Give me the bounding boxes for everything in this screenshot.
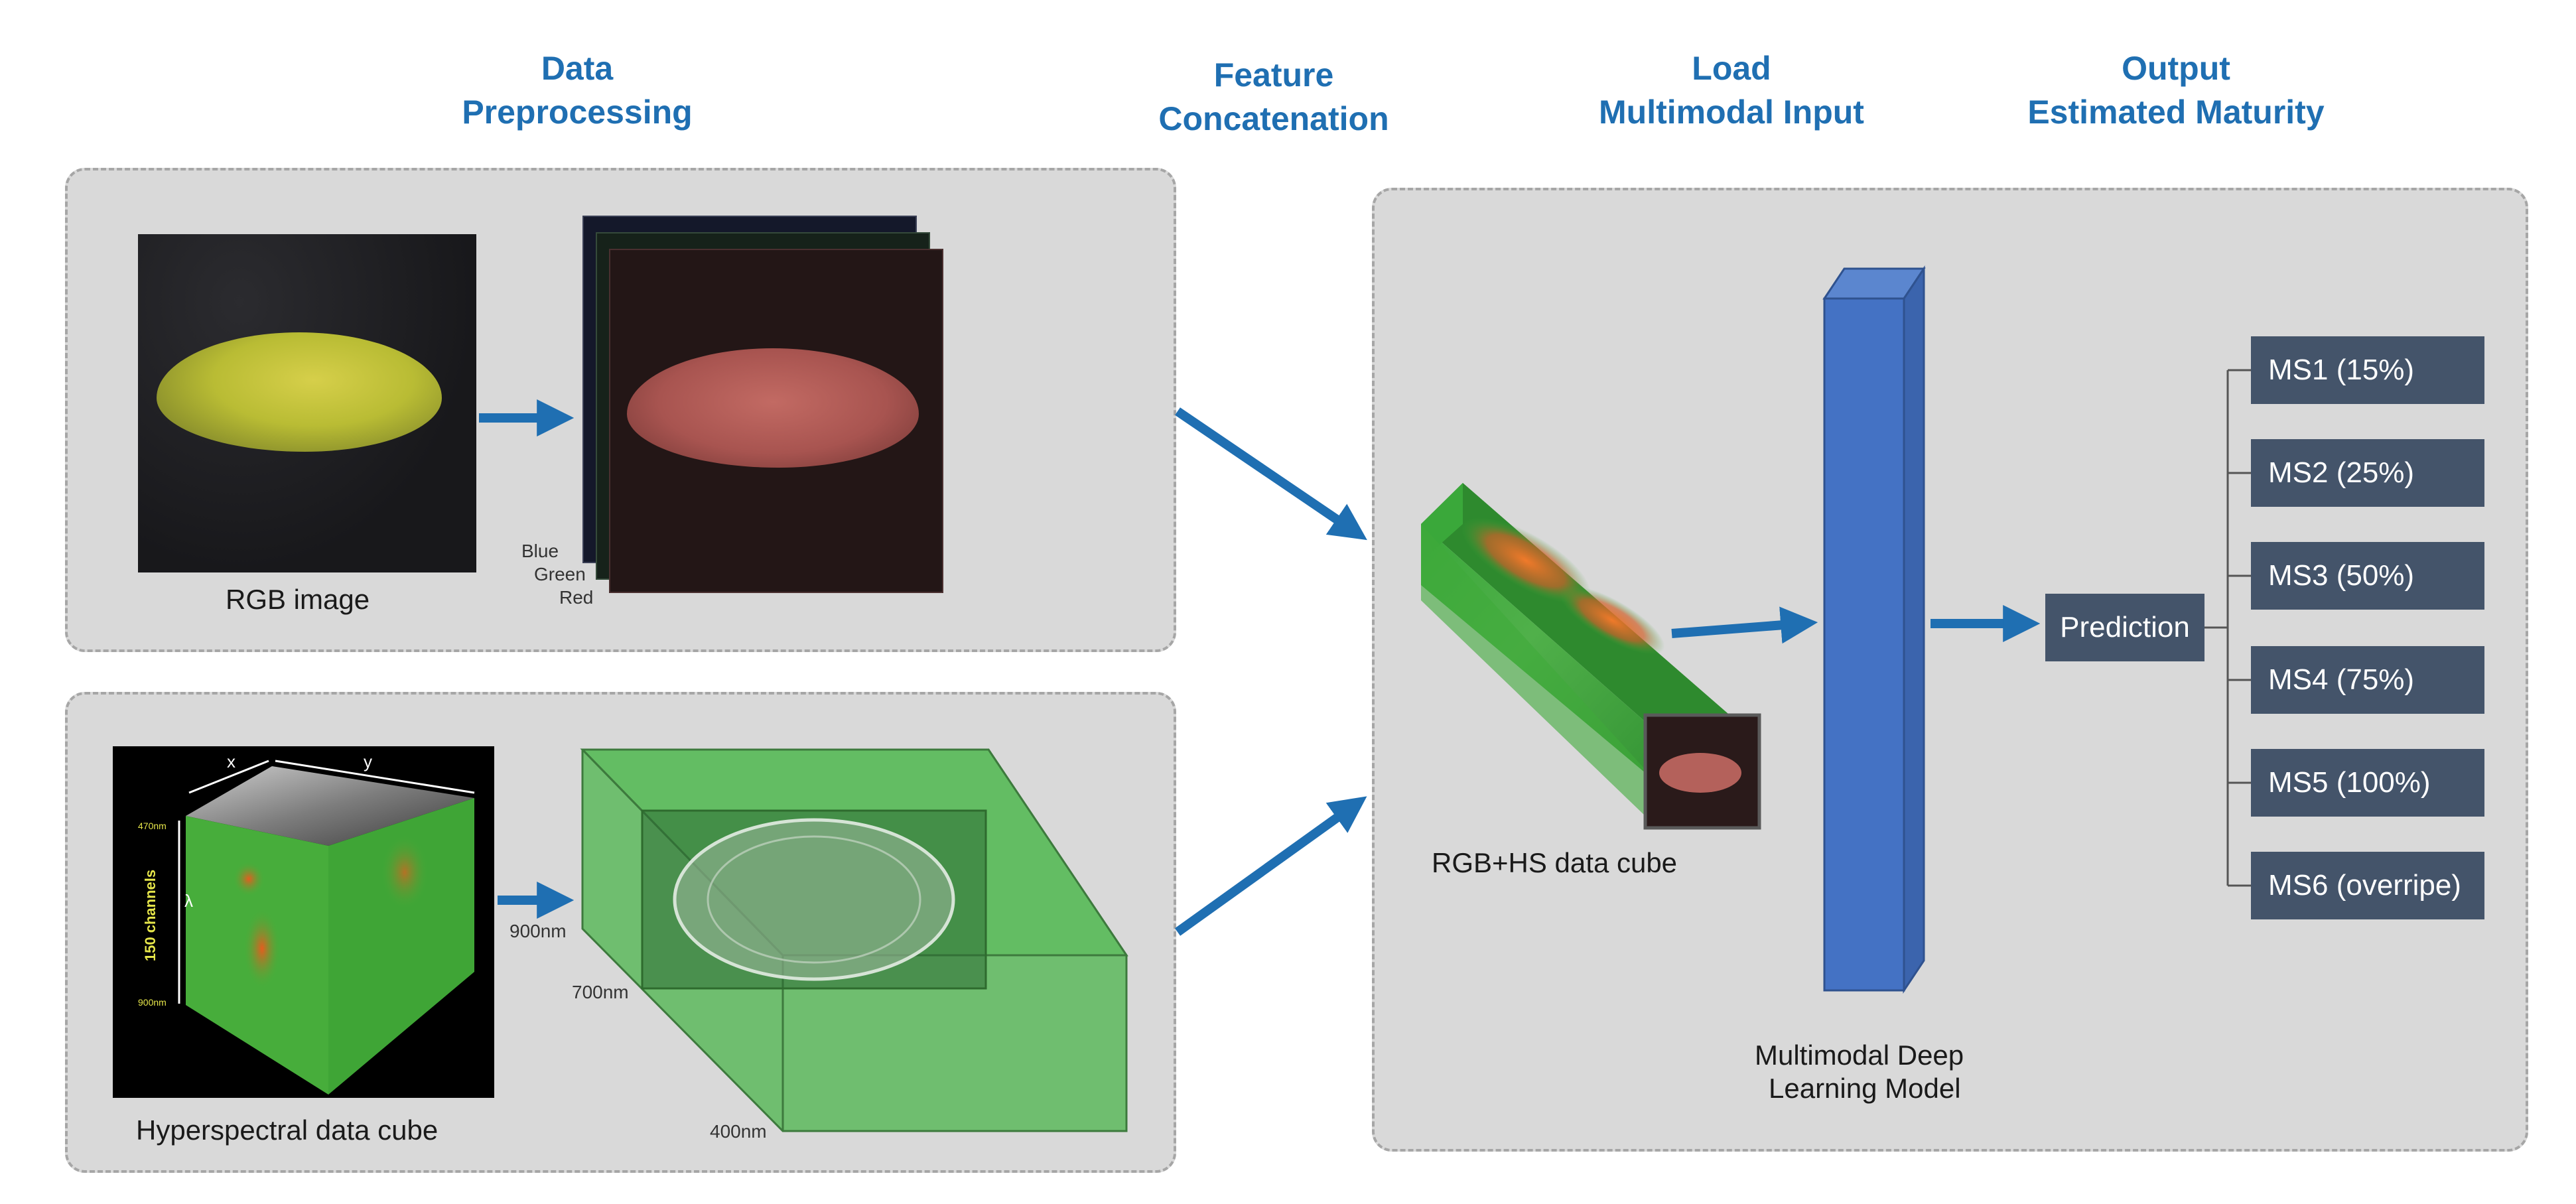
- wavelength-400-label: 400nm: [710, 1121, 767, 1142]
- red-label: Red: [559, 587, 594, 608]
- heading-output: Output Estimated Maturity: [2010, 46, 2342, 134]
- arrow-hs-to-input: [1174, 796, 1367, 936]
- heading-line: Output: [2122, 50, 2230, 87]
- arrow-cube-to-model: [1671, 606, 1818, 644]
- output-ms4: MS4 (75%): [2251, 646, 2484, 714]
- arrow-rgb-to-input: [1175, 407, 1367, 541]
- rgb-image-label: RGB image: [226, 584, 370, 615]
- heading-line: Estimated Maturity: [2027, 94, 2325, 131]
- cube-top-wavelength-label: 470nm: [138, 821, 167, 831]
- hyperspectral-cube-drawing: [178, 760, 475, 1095]
- output-ms2: MS2 (25%): [2251, 439, 2484, 507]
- model-label-line1: Multimodal Deep: [1755, 1039, 1964, 1071]
- output-ms5: MS5 (100%): [2251, 749, 2484, 817]
- model-label-line2: Learning Model: [1769, 1073, 1961, 1104]
- hyperspectral-label: Hyperspectral data cube: [136, 1114, 439, 1146]
- heading-line: Preprocessing: [462, 94, 693, 131]
- output-ms6: MS6 (overripe): [2251, 852, 2484, 919]
- green-label: Green: [534, 564, 586, 584]
- output-ms1: MS1 (15%): [2251, 336, 2484, 404]
- red-channel-layer: [609, 249, 943, 593]
- output-bracket: [2204, 369, 2251, 887]
- heading-line: Data: [541, 50, 614, 87]
- heading-line: Load: [1692, 50, 1771, 87]
- hyperspectral-cube-image: x y λ 470nm 900nm 150 channels: [113, 746, 494, 1098]
- blue-label: Blue: [521, 541, 559, 561]
- cube-y-label: y: [364, 752, 372, 771]
- rgbhs-label: RGB+HS data cube: [1432, 847, 1678, 878]
- heading-line: Concatenation: [1158, 100, 1389, 137]
- cube-bottom-wavelength-label: 900nm: [138, 997, 167, 1008]
- heading-line: Multimodal Input: [1599, 94, 1864, 131]
- cube-x-label: x: [227, 752, 236, 771]
- heading-feature-concatenation: Feature Concatenation: [1128, 53, 1420, 141]
- wavelength-700-label: 700nm: [572, 982, 629, 1002]
- heading-data-preprocessing: Data Preprocessing: [418, 46, 736, 134]
- heading-load-input: Load Multimodal Input: [1559, 46, 1904, 134]
- wavelength-900-label: 900nm: [509, 921, 567, 941]
- prediction-box: Prediction: [2045, 594, 2204, 661]
- heading-line: Feature: [1213, 56, 1334, 94]
- rgb-papaya-image: [138, 234, 476, 572]
- output-ms3: MS3 (50%): [2251, 542, 2484, 610]
- cube-lambda-label: λ: [184, 891, 193, 911]
